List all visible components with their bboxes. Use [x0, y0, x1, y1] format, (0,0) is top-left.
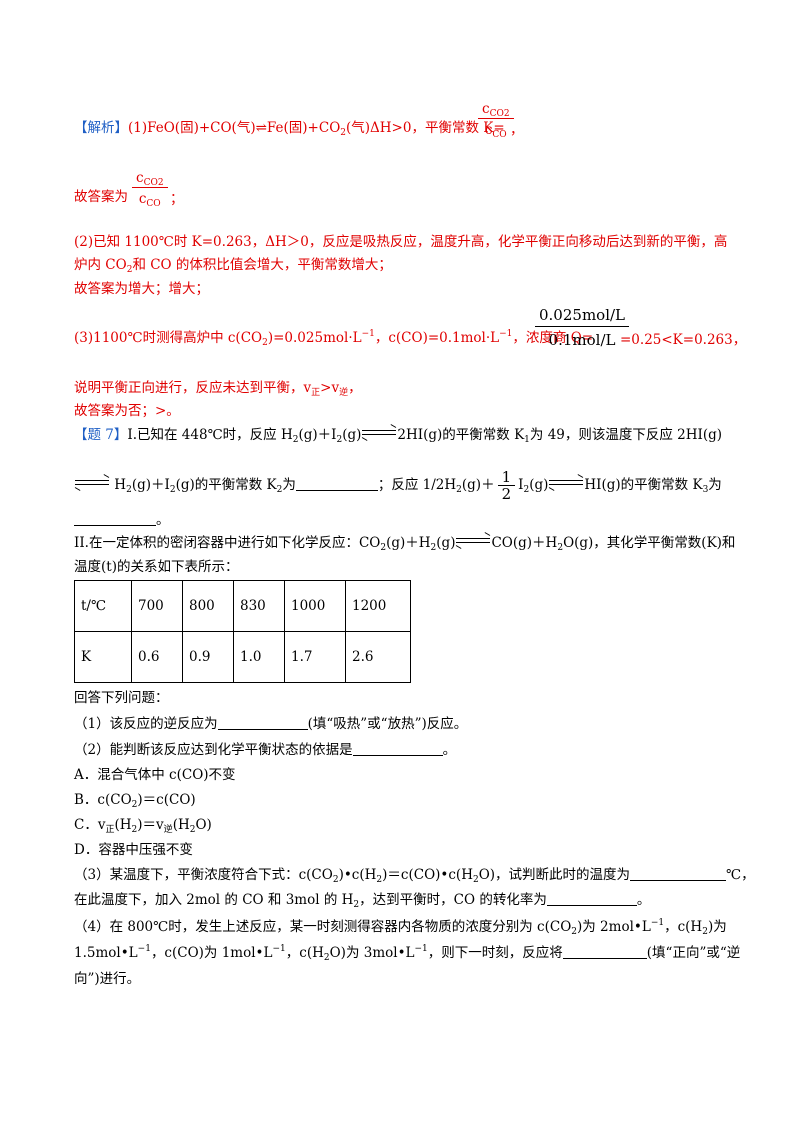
option-a: A．混合气体中 c(CO)不变 [74, 767, 236, 783]
analysis-p2-line1: (2)已知 1100℃时 K=0.263，ΔH＞0，反应是吸热反应，温度升高，化… [74, 234, 728, 250]
question-7-line1: 【题 7】I.已知在 448℃时，反应 H2(g)＋I2(g)2HI(g)的平衡… [74, 424, 722, 445]
question-tag: 【题 7】 [74, 427, 128, 443]
concentration-quotient-fraction: 0.025mol/L 0.1mol/L [535, 304, 630, 353]
equilibrium-constant-fraction: cCO2 cCO [478, 100, 514, 141]
equilibrium-arrow-icon [456, 532, 491, 549]
table-cell: 0.6 [131, 631, 183, 683]
analysis-p3-tail: =0.25<K=0.263， [620, 332, 747, 348]
answer-blank-s2[interactable] [352, 741, 443, 756]
equilibrium-arrow-icon [362, 424, 397, 441]
answer-tail: ； [170, 191, 184, 207]
equilibrium-constant-table: t/℃ 700 800 830 1000 1200 K 0.6 0.9 1.0 … [74, 580, 411, 683]
option-c: C．v正(H2)＝v逆(H2O) [74, 817, 212, 835]
analysis-p3-answer: 故答案为否；>。 [74, 403, 180, 419]
analysis-p2-answer: 故答案为增大；增大； [74, 281, 209, 297]
answer-blank-k2[interactable] [295, 476, 378, 491]
table-cell: K [74, 631, 132, 683]
answer-prompt: 回答下列问题： [74, 690, 169, 706]
analysis-p2-line2: 炉内 CO2和 CO 的体积比值会增大，平衡常数增大； [74, 257, 392, 275]
answer-blank-s3-conv[interactable] [546, 891, 637, 906]
analysis-p1-answer: 故答案为 [74, 189, 128, 205]
sub-question-4: （4）在 800℃时，发生上述反应，某一时刻测得容器内各物质的浓度分别为 c(C… [74, 918, 727, 937]
analysis-p1: 【解析】(1)FeO(固)+CO(气)⇌Fe(固)+CO2(气)ΔH>0，平衡常… [74, 120, 505, 138]
answer-blank-k3[interactable] [74, 511, 156, 526]
table-cell: 1.0 [233, 631, 285, 683]
option-d: D．容器中压强不变 [74, 842, 193, 858]
analysis-p3-explain: 说明平衡正向进行，反应未达到平衡，v正>v逆， [74, 380, 362, 398]
table-cell: t/℃ [74, 580, 132, 632]
analysis-p3: (3)1100℃时测得高炉中 c(CO2)=0.025mol·L−1，c(CO)… [74, 329, 594, 348]
answer-blank-s3-temp[interactable] [630, 866, 727, 881]
analysis-p1-tail: ， [510, 122, 524, 138]
table-cell: 2.6 [345, 631, 411, 683]
question-7-line3: 。 [74, 510, 170, 530]
answer-blank-s1[interactable] [217, 715, 308, 730]
sub-question-4-line2: 1.5mol•L−1，c(CO)为 1mol•L−1，c(H2O)为 3mol•… [74, 944, 741, 963]
table-cell: 700 [131, 580, 183, 632]
analysis-tag: 【解析】 [74, 120, 128, 136]
equilibrium-arrow-icon [549, 474, 584, 491]
table-cell: 0.9 [182, 631, 234, 683]
table-cell: 830 [233, 580, 285, 632]
option-b: B．c(CO2)＝c(CO) [74, 792, 196, 810]
table-cell: 800 [182, 580, 234, 632]
sub-question-2: （2）能判断该反应达到化学平衡状态的依据是。 [74, 741, 457, 758]
answer-fraction: cCO2 cCO [132, 169, 168, 210]
sub-question-1: （1）该反应的逆反应为(填“吸热”或“放热”)反应。 [74, 715, 468, 732]
part-ii-line1: II.在一定体积的密闭容器中进行如下化学反应：CO2(g)＋H2(g)CO(g)… [74, 532, 735, 553]
sub-question-3: （3）某温度下，平衡浓度符合下式：c(CO2)•c(H2)＝c(CO)•c(H2… [74, 866, 755, 885]
table-cell: 1.7 [284, 631, 346, 683]
table-row: K 0.6 0.9 1.0 1.7 2.6 [74, 631, 411, 683]
equilibrium-arrow-icon [74, 474, 110, 491]
sub-question-4-line3: 向”)进行。 [74, 971, 141, 987]
table-cell: 1000 [284, 580, 346, 632]
sub-question-3-line2: 在此温度下，加入 2mol 的 CO 和 3mol 的 H2，达到平衡时，CO … [74, 891, 651, 910]
table-cell: 1200 [345, 580, 411, 632]
part-ii-line2: 温度(t)的关系如下表所示： [74, 559, 239, 575]
table-row: t/℃ 700 800 830 1000 1200 [74, 580, 411, 632]
answer-blank-s4[interactable] [562, 944, 647, 959]
